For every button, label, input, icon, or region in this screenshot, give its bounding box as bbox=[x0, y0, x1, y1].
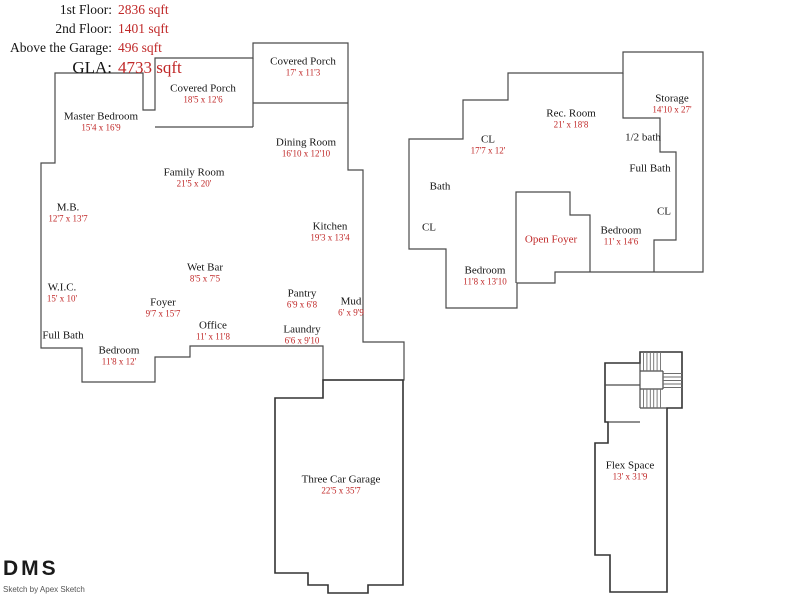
summary-label: GLA: bbox=[72, 58, 112, 77]
room-label: 1/2 bath bbox=[625, 132, 661, 144]
summary-row-second-floor: 2nd Floor: 1401 sqft bbox=[0, 19, 230, 38]
interior-wall bbox=[622, 73, 677, 272]
room-dims: 6' x 9'9 bbox=[338, 308, 364, 318]
summary-value: 1401 sqft bbox=[118, 21, 169, 36]
room-dims: 8'5 x 7'5 bbox=[190, 274, 221, 284]
room-label: Three Car Garage bbox=[302, 474, 381, 486]
room-dims: 17' x 11'3 bbox=[286, 68, 321, 78]
room-label: Bedroom bbox=[99, 345, 140, 357]
room-label: Bedroom bbox=[465, 265, 506, 277]
room-dims: 21' x 18'8 bbox=[554, 120, 589, 130]
room-label: Kitchen bbox=[313, 221, 348, 233]
summary-row-gla: GLA: 4733 sqft bbox=[0, 57, 230, 79]
dms-logo: DMS bbox=[3, 557, 59, 580]
second-floor-outline bbox=[408, 51, 704, 309]
sketch-credit: Sketch by Apex Sketch bbox=[3, 585, 85, 594]
summary-label: 1st Floor: bbox=[59, 2, 112, 17]
area-summary: 1st Floor:2836 sqft 2nd Floor:1401 sqft … bbox=[0, 0, 230, 79]
room-label: Laundry bbox=[283, 324, 321, 336]
room-label: Full Bath bbox=[629, 163, 671, 175]
room-dims: 22'5 x 35'7 bbox=[321, 486, 361, 496]
room-dims: 19'3 x 13'4 bbox=[310, 233, 350, 243]
room-label: Bath bbox=[430, 181, 451, 193]
room-label: Mud bbox=[341, 296, 362, 308]
room-dims: 11'8 x 12' bbox=[102, 357, 137, 367]
room-dims: 18'5 x 12'6 bbox=[183, 95, 223, 105]
interior-wall bbox=[515, 191, 591, 283]
room-label: Storage bbox=[655, 93, 689, 105]
room-label: Family Room bbox=[164, 167, 225, 179]
room-dims: 14'10 x 27' bbox=[652, 105, 692, 115]
room-label: Flex Space bbox=[606, 460, 655, 472]
room-label: Bedroom bbox=[601, 225, 642, 237]
room-dims: 13' x 31'9 bbox=[613, 472, 648, 482]
room-dims: 11' x 14'6 bbox=[604, 237, 639, 247]
room-label: Covered Porch bbox=[170, 83, 236, 95]
summary-row-first-floor: 1st Floor: 2836 sqft bbox=[0, 0, 230, 19]
room-dims: 11' x 11'8 bbox=[196, 332, 231, 342]
room-label: CL bbox=[481, 134, 495, 146]
room-dims: 9'7 x 15'7 bbox=[146, 309, 181, 319]
room-label: Full Bath bbox=[42, 330, 84, 342]
summary-value: 2836 sqft bbox=[118, 2, 169, 17]
room-label: Dining Room bbox=[276, 137, 337, 149]
room-label: M.B. bbox=[57, 202, 80, 214]
room-label: Office bbox=[199, 320, 227, 332]
room-label: Pantry bbox=[288, 288, 317, 300]
room-label: Foyer bbox=[150, 297, 176, 309]
room-dims: 15'4 x 16'9 bbox=[81, 123, 121, 133]
room-dims: 12'7 x 13'7 bbox=[48, 214, 88, 224]
room-dims: 6'9 x 6'8 bbox=[287, 300, 318, 310]
room-dims: 16'10 x 12'10 bbox=[282, 149, 331, 159]
room-label: Master Bedroom bbox=[64, 111, 139, 123]
room-dims: 21'5 x 20' bbox=[177, 179, 212, 189]
room-label: Rec. Room bbox=[546, 108, 596, 120]
room-dims: 17'7 x 12' bbox=[471, 146, 506, 156]
room-label: CL bbox=[657, 206, 671, 218]
stairs-icon bbox=[643, 352, 682, 408]
summary-value: 496 sqft bbox=[118, 40, 162, 55]
room-label: Wet Bar bbox=[187, 262, 223, 274]
room-dims: 11'8 x 13'10 bbox=[463, 277, 507, 287]
room-label: Open Foyer bbox=[525, 234, 578, 246]
room-label: W.I.C. bbox=[48, 282, 77, 294]
room-dims: 15' x 10' bbox=[47, 294, 78, 304]
summary-label: 2nd Floor: bbox=[55, 21, 112, 36]
room-label: Covered Porch bbox=[270, 56, 336, 68]
summary-row-above-garage: Above the Garage: 496 sqft bbox=[0, 38, 230, 57]
room-dims: 6'6 x 9'10 bbox=[285, 336, 320, 346]
room-label: CL bbox=[422, 222, 436, 234]
garage-outline bbox=[274, 379, 404, 594]
summary-value: 4733 sqft bbox=[118, 58, 182, 77]
summary-label: Above the Garage: bbox=[10, 40, 112, 55]
first-floor-outline bbox=[40, 42, 405, 383]
